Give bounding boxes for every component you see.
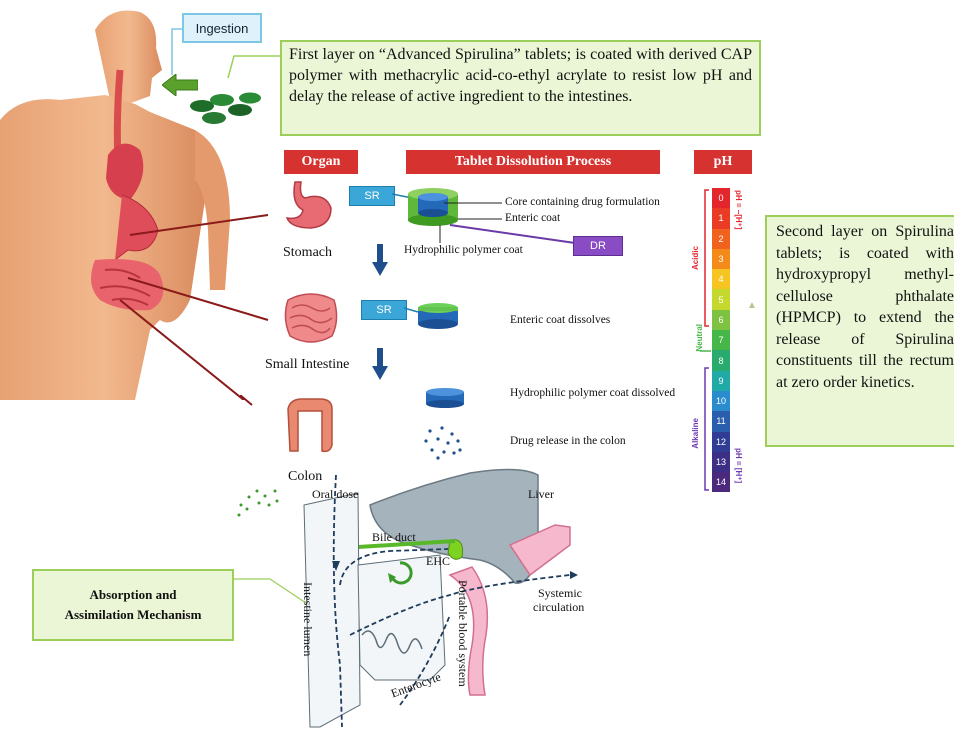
core-label: Core containing drug formulation	[505, 196, 660, 208]
bile-duct-label: Bile duct	[372, 530, 416, 545]
sr-tag: SR	[361, 300, 407, 320]
partially-coated-tablet-icon	[404, 300, 464, 332]
drug-release-label: Drug release in the colon	[510, 435, 626, 447]
ph-formula-top: pH = –[H⁺]	[734, 190, 743, 230]
ehc-label: EHC	[426, 554, 450, 569]
process-header: Tablet Dissolution Process	[406, 150, 660, 174]
oral-dose-label: Oral dose	[312, 487, 358, 502]
first-layer-connector	[226, 54, 282, 80]
core-tablet-icon	[424, 387, 468, 411]
absorption-connector	[230, 575, 310, 605]
ph-small-arrow-icon: ▲	[747, 300, 757, 311]
portal-blood-label: Portable blood system	[455, 580, 470, 687]
small-intestine-icon	[282, 290, 340, 346]
enteric-dissolves-label: Enteric coat dissolves	[510, 314, 610, 326]
ph-header: pH	[694, 150, 752, 174]
spirulina-tablets-illustration	[188, 92, 268, 132]
enteric-label: Enteric coat	[505, 212, 560, 224]
absorption-line1: Absorption and	[89, 585, 176, 605]
ph-alkaline-label: Alkaline	[691, 418, 700, 449]
ingestion-connector	[170, 27, 186, 77]
stomach-label: Stomach	[283, 245, 332, 261]
hydrophilic-dissolved-label: Hydrophilic polymer coat dissolved	[510, 387, 675, 399]
ingestion-label: Ingestion	[182, 13, 262, 43]
systemic-label: Systemic	[538, 586, 582, 601]
hydrophilic-label: Hydrophilic polymer coat	[404, 244, 523, 256]
green-particles-icon	[235, 487, 281, 517]
down-arrow-icon	[372, 348, 388, 380]
ph-formula-bottom: pH = [H⁺]	[734, 448, 743, 483]
second-layer-callout: Second layer on Spirulina tablets; is co…	[765, 215, 954, 447]
stomach-icon	[283, 180, 335, 232]
ph-neutral-label: Neutral	[695, 324, 704, 352]
sr-tag: SR	[349, 186, 395, 206]
ph-bracket-lines	[695, 186, 755, 498]
colon-icon	[280, 395, 340, 457]
first-layer-callout: First layer on “Advanced Spirulina” tabl…	[280, 40, 761, 136]
down-arrow-icon	[372, 244, 388, 276]
absorption-callout: Absorption and Assimilation Mechanism	[32, 569, 234, 641]
organ-header: Organ	[284, 150, 358, 174]
drug-particles-icon	[420, 425, 464, 461]
circulation-label: circulation	[533, 600, 584, 615]
ph-acidic-label: Acidic	[691, 246, 700, 270]
colon-connector-line	[240, 395, 270, 415]
absorption-line2: Assimilation Mechanism	[65, 605, 202, 625]
dr-tag: DR	[573, 236, 623, 256]
liver-label: Liver	[528, 487, 554, 502]
small-intestine-label: Small Intestine	[265, 357, 349, 373]
